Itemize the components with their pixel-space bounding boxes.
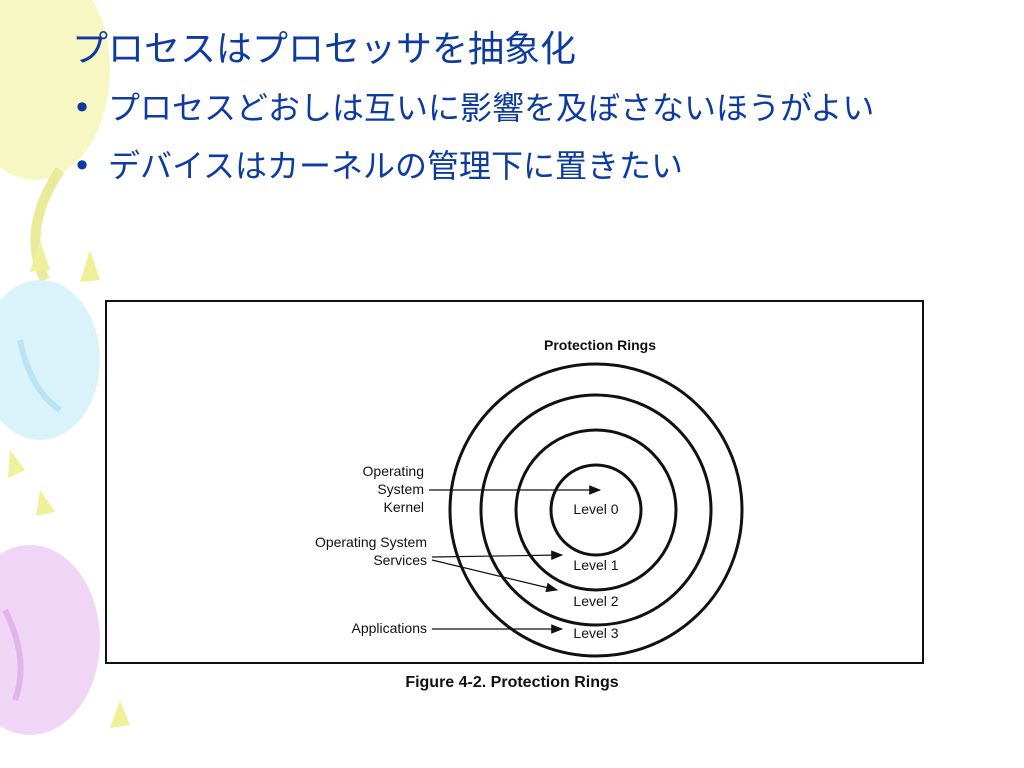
protection-rings-figure: Protection Rings Level 0 Level 1 Level 2… bbox=[105, 300, 924, 664]
balloon-string-shape bbox=[30, 167, 65, 283]
slide-title: プロセスはプロセッサを抽象化 bbox=[72, 29, 577, 70]
bullet-list: • プロセスどおしは互いに影響を及ぼさないほうがよい • デバイスはカーネルの管… bbox=[72, 88, 875, 204]
bullet-text: デバイスはカーネルの管理下に置きたい bbox=[108, 147, 684, 185]
bullet-marker: • bbox=[72, 89, 92, 127]
purple-balloon-shape bbox=[0, 545, 100, 735]
figure-caption: Figure 4-2. Protection Rings bbox=[405, 674, 619, 691]
ring-label-level-2: Level 2 bbox=[573, 593, 618, 609]
yellow-ray-shape-2 bbox=[80, 250, 100, 282]
blue-balloon-shape bbox=[0, 280, 100, 440]
diagram-heading: Protection Rings bbox=[544, 337, 656, 353]
ring-level-0 bbox=[549, 463, 643, 557]
protection-rings-diagram: Protection Rings Level 0 Level 1 Level 2… bbox=[315, 337, 744, 658]
yellow-ray-shape-5 bbox=[110, 700, 130, 728]
kernel-label-line-3: Kernel bbox=[384, 499, 424, 515]
ring-level-3 bbox=[448, 362, 744, 658]
yellow-ray-shape-3 bbox=[8, 450, 25, 478]
bullet-text: プロセスどおしは互いに影響を及ぼさないほうがよい bbox=[108, 89, 875, 127]
kernel-label-line-1: Operating bbox=[363, 463, 424, 479]
services-arrow-level-1 bbox=[431, 550, 564, 560]
services-label-line-2: Services bbox=[373, 552, 427, 568]
ring-level-1 bbox=[514, 428, 678, 592]
ring-label-level-1: Level 1 bbox=[573, 557, 618, 573]
blue-balloon-highlight bbox=[17, 339, 62, 413]
bullet-item: • プロセスどおしは互いに影響を及ぼさないほうがよい bbox=[72, 88, 875, 146]
bullet-marker: • bbox=[72, 147, 92, 185]
services-arrow-level-2 bbox=[431, 559, 559, 593]
ring-label-level-0: Level 0 bbox=[573, 501, 618, 517]
yellow-ray-shape bbox=[30, 240, 50, 272]
ring-label-level-3: Level 3 bbox=[573, 625, 618, 641]
ring-level-2 bbox=[479, 393, 713, 627]
services-label-line-1: Operating System bbox=[315, 534, 427, 550]
kernel-label-line-2: System bbox=[377, 481, 424, 497]
yellow-ray-shape-4 bbox=[36, 490, 55, 516]
applications-label: Applications bbox=[352, 620, 428, 636]
bullet-item: • デバイスはカーネルの管理下に置きたい bbox=[72, 146, 874, 204]
